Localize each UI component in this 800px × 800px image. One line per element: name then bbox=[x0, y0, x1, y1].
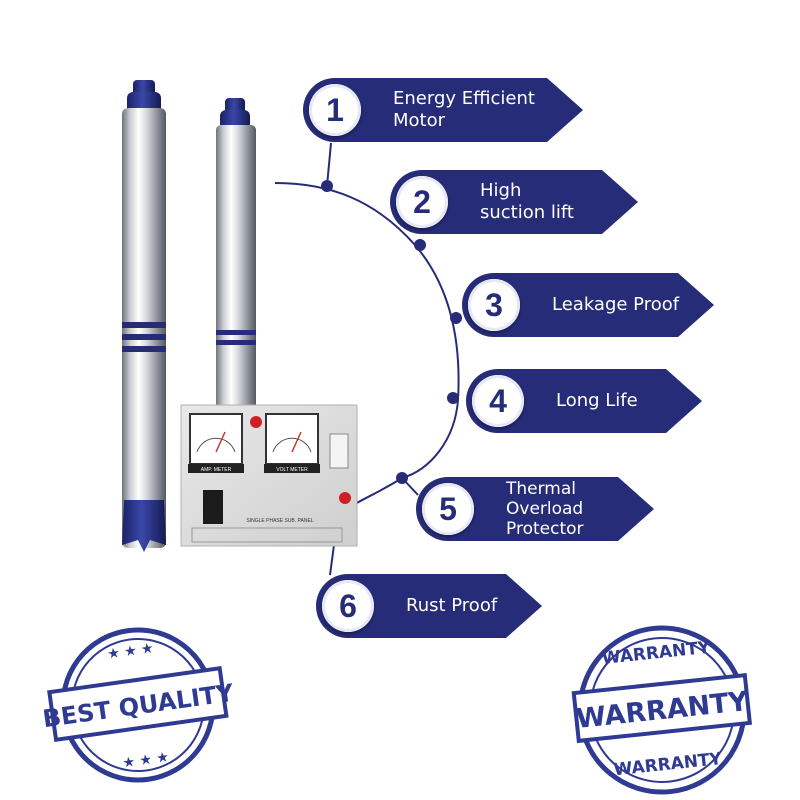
amp-meter-label: AMP. METER bbox=[201, 467, 232, 473]
control-panel bbox=[180, 404, 358, 547]
feature-rust-proof: 6 Rust Proof bbox=[316, 574, 542, 638]
feature-leakage-proof: 3 Leakage Proof bbox=[462, 273, 714, 337]
feature-long-life: 4 Long Life bbox=[466, 369, 702, 433]
feature-number-badge: 4 bbox=[472, 375, 524, 427]
feature-number-badge: 5 bbox=[422, 483, 474, 535]
feature-number-badge: 1 bbox=[309, 84, 361, 136]
best-quality-stamp: ★ ★ ★ ★ ★ ★ BEST QUALITY bbox=[41, 627, 236, 783]
feature-high-suction-lift: 2 High suction lift bbox=[390, 170, 638, 234]
svg-text:★ ★ ★: ★ ★ ★ bbox=[122, 749, 170, 771]
feature-label: High suction lift bbox=[480, 180, 574, 223]
svg-text:★ ★ ★: ★ ★ ★ bbox=[106, 640, 154, 662]
warranty-stamp: WARRANTY WARRANTY WARRANTY bbox=[571, 625, 753, 795]
connector-arc bbox=[274, 182, 460, 511]
feature-energy-efficient-motor: 1 Energy Efficient Motor bbox=[303, 78, 583, 142]
panel-title: SINGLE PHASE SUB. PANEL bbox=[246, 518, 313, 524]
feature-label: Leakage Proof bbox=[552, 294, 680, 315]
feature-label: Energy Efficient Motor bbox=[393, 88, 535, 131]
feature-number-badge: 3 bbox=[468, 279, 520, 331]
feature-number-badge: 2 bbox=[396, 176, 448, 228]
warranty-bottom-text: WARRANTY bbox=[613, 749, 724, 780]
feature-label: Thermal Overload Protector bbox=[506, 479, 584, 539]
feature-label: Rust Proof bbox=[406, 595, 498, 616]
feature-label: Long Life bbox=[556, 390, 638, 411]
submersible-pump-right bbox=[216, 98, 256, 415]
feature-number-badge: 6 bbox=[322, 580, 374, 632]
submersible-pump-left bbox=[122, 80, 166, 552]
volt-meter-label: VOLT METER bbox=[276, 467, 308, 473]
feature-thermal-overload-protector: 5 Thermal Overload Protector bbox=[416, 477, 654, 541]
connector-dots bbox=[321, 180, 462, 484]
